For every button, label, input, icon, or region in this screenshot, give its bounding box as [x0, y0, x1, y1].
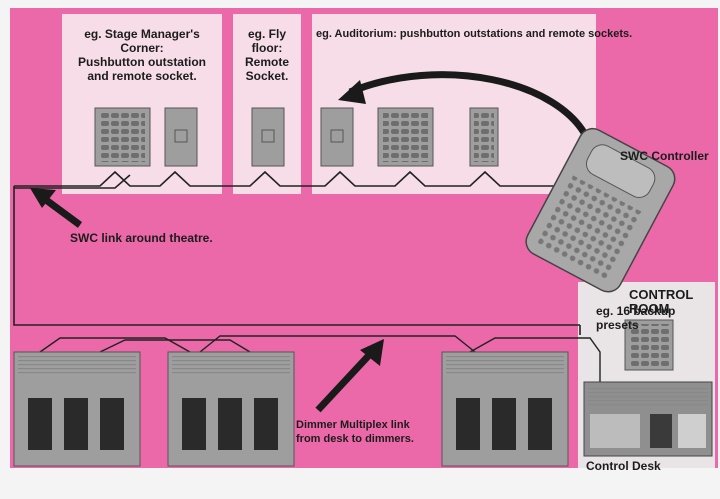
dimmer-rack-icon — [441, 351, 569, 467]
remote-socket-icon — [164, 107, 198, 167]
swc-link-cable — [13, 170, 581, 335]
dimmer-link-label: Dimmer Multiplex link from desk to dimme… — [296, 419, 414, 445]
arrow-icon — [338, 71, 592, 142]
dimmer-multiplex-cable — [39, 335, 601, 385]
zone-auditorium-label: eg. Auditorium: pushbutton outstations a… — [316, 28, 633, 40]
control-desk-label: Control Desk — [586, 459, 661, 473]
arrow-icon — [315, 339, 384, 413]
control-room-subtitle: eg. 16 backup presets — [596, 304, 676, 332]
control-room-title: CONTROL ROOM — [629, 287, 694, 316]
zone-fly-floor-label: eg. Fly floor: Remote Socket. — [244, 27, 289, 83]
arrow-icon — [30, 188, 83, 228]
swc-link-label: SWC link around theatre. — [70, 231, 213, 245]
dimmer-rack-icon — [167, 351, 295, 467]
pushbutton-panel-icon — [377, 107, 434, 167]
handheld-remote-icon — [525, 127, 676, 293]
lighting-desk-icon — [583, 381, 713, 457]
swc-controller-label: SWC Controller — [620, 149, 709, 163]
pushbutton-panel-icon — [624, 319, 674, 371]
remote-socket-icon — [320, 107, 354, 167]
dimmer-rack-icon — [13, 351, 141, 467]
zone-stage-manager-label: eg. Stage Manager's Corner: Pushbutton o… — [78, 27, 206, 83]
pushbutton-panel-icon — [469, 107, 499, 167]
remote-socket-icon — [251, 107, 285, 167]
pushbutton-panel-icon — [94, 107, 151, 167]
